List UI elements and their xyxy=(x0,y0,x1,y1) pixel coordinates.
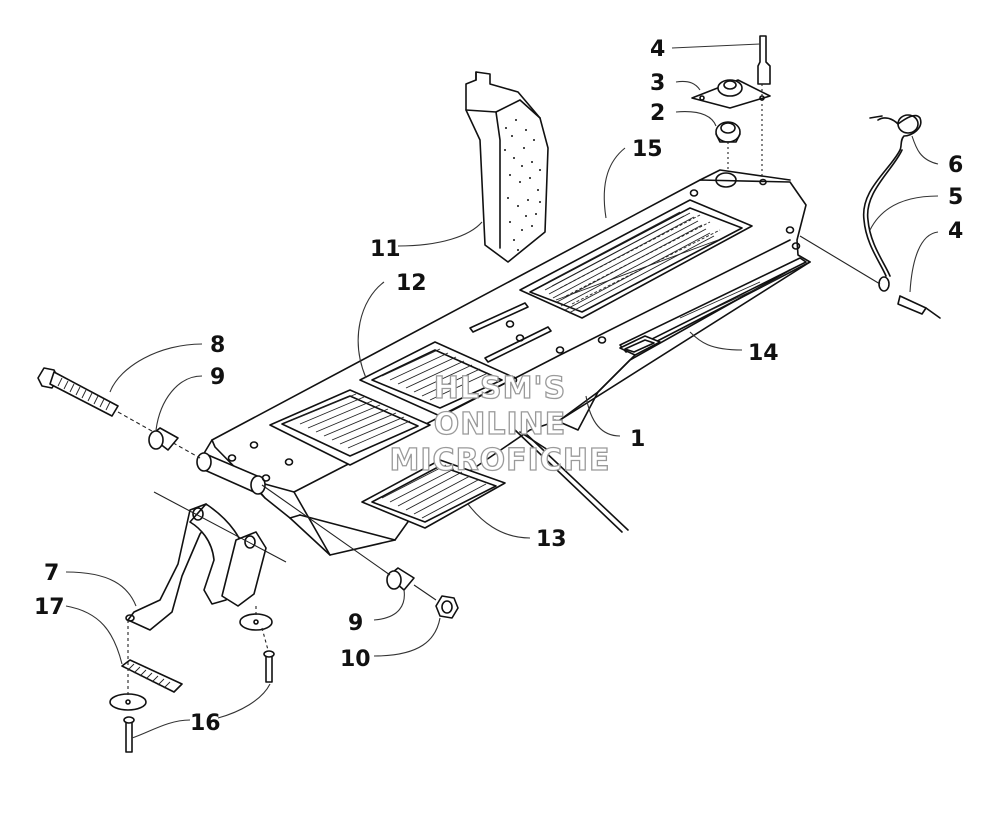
watermark-line-3: MICROFICHE xyxy=(390,443,611,478)
bushing-9-left xyxy=(148,427,179,451)
callout-4-right: 4 xyxy=(948,219,963,244)
watermark-line-2: ONLINE xyxy=(434,407,567,442)
watermark: HLSM'S ONLINE MICROFICHE xyxy=(389,370,611,478)
callout-5: 5 xyxy=(948,185,963,210)
callout-6: 6 xyxy=(948,153,963,178)
watermark-line-1: HLSM'S xyxy=(434,371,566,406)
stand-bracket-7 xyxy=(125,491,287,631)
callout-7: 7 xyxy=(44,561,59,586)
nut-10 xyxy=(413,584,459,619)
callout-3: 3 xyxy=(650,71,665,96)
side-badge xyxy=(619,277,781,356)
callouts: 4 3 2 15 6 5 4 11 12 8 9 14 1 13 7 17 9 … xyxy=(34,37,963,736)
decal-15 xyxy=(519,199,753,319)
tether-lanyard xyxy=(799,114,941,319)
callout-10: 10 xyxy=(340,647,371,672)
washer-rivet-left xyxy=(109,620,147,753)
callout-16: 16 xyxy=(190,711,221,736)
callout-12: 12 xyxy=(396,271,427,296)
callout-13: 13 xyxy=(536,527,567,552)
callout-1: 1 xyxy=(630,427,645,452)
strip-17 xyxy=(121,659,183,693)
bushing-9-right xyxy=(261,484,415,591)
callout-9-bottom: 9 xyxy=(348,611,363,636)
washer-rivet-right xyxy=(239,606,275,683)
grommet-assembly xyxy=(691,35,771,180)
callout-15: 15 xyxy=(632,137,663,162)
callout-8: 8 xyxy=(210,333,225,358)
leader-lines xyxy=(65,43,939,739)
callout-11: 11 xyxy=(370,237,401,262)
tread-pad-13 xyxy=(361,459,506,529)
callout-14: 14 xyxy=(748,341,779,366)
bolt-8 xyxy=(37,367,201,459)
knee-pad-11 xyxy=(465,71,549,263)
callout-2: 2 xyxy=(650,101,665,126)
callout-17: 17 xyxy=(34,595,65,620)
tread-pad-12 xyxy=(269,341,516,466)
callout-4-top: 4 xyxy=(650,37,665,62)
knee-pad-texture xyxy=(504,119,541,251)
callout-9-top: 9 xyxy=(210,365,225,390)
